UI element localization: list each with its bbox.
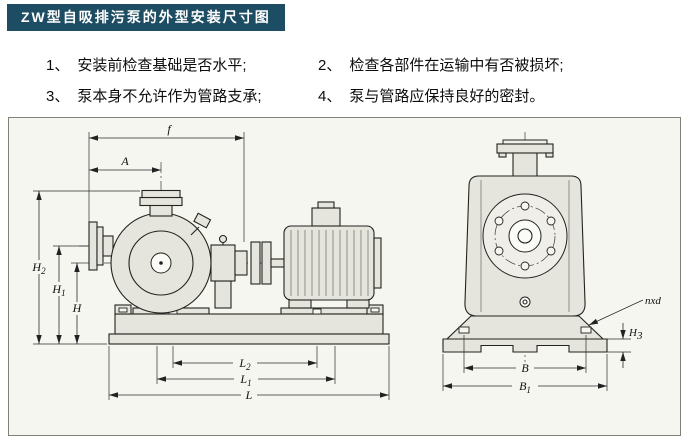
dim-label-L2: L2 [238,356,251,372]
note-number: 1、 [46,57,70,74]
coupling [250,241,285,285]
end-view: nxd B B1 [442,132,661,395]
shaft [270,258,285,268]
dim-f: f [88,122,245,242]
terminal-box [311,207,341,227]
diagram-panel: f A H2 [8,117,681,436]
dim-label-H2: H2 [31,260,46,276]
note-text: 泵与管路应保持良好的密封。 [349,88,545,105]
dim-H3: H3 [607,323,643,368]
note-number: 3、 [46,88,70,105]
dim-B: B [463,335,587,375]
note-text: 泵本身不允许作为管路支承; [77,88,262,105]
note-text: 检查各部件在运输中有否被损坏; [349,57,564,74]
dim-L1: L1 [156,346,336,388]
bolt-hole [546,246,556,256]
bolt-hole [494,246,504,256]
drain-plug [519,296,531,308]
dim-label-H3: H3 [628,327,643,342]
note-number: 2、 [318,57,342,74]
dim-label-H1: H1 [51,282,65,298]
bolt-hole [494,216,504,226]
note-number: 4、 [318,88,342,105]
note-item-4: 4、泵与管路应保持良好的密封。 [318,85,564,106]
pump-base [442,315,608,353]
dim-A: A [89,154,161,173]
front-cover-flange [482,193,568,279]
bearing-housing [210,234,248,309]
pump-volute [110,212,212,314]
dim-H: H [70,262,85,344]
suction-flange [88,221,114,271]
bolt-hole [520,201,530,211]
foundation-bolt-hole [580,326,592,334]
side-view: f A H2 [28,122,390,402]
dim-H2: H2 [28,190,140,345]
pump-dimension-drawing: f A H2 [28,122,661,402]
dim-label-L1: L1 [239,372,251,388]
discharge-flange [139,189,183,217]
note-item-1: 1、安装前检查基础是否水平; [46,54,318,75]
dim-label-nxd: nxd [645,295,661,307]
motor-foot [288,299,312,309]
note-item-3: 3、泵本身不允许作为管路支承; [46,85,318,106]
foundation-bolt-hole [458,326,470,334]
dim-nxd: nxd [588,295,661,326]
dim-label-B: B [521,361,529,375]
grease-nipple [218,234,228,244]
dim-B1: B1 [442,354,608,395]
dim-H1: H1 [49,245,88,344]
motor [283,201,382,309]
outlet-flange [496,139,554,179]
motor-foot [346,299,370,309]
dim-label-f: f [167,122,172,136]
dim-L2: L2 [172,346,318,372]
motor-end-cap [373,237,382,289]
dim-label-A: A [120,154,129,168]
dim-label-H: H [72,301,83,315]
dim-label-B1: B1 [519,379,531,395]
note-item-2: 2、检查各部件在运输中有否被损坏; [318,54,564,75]
bolt-hole [520,261,530,271]
motor-fins [290,230,369,296]
installation-notes: 1、安装前检查基础是否水平; 2、检查各部件在运输中有否被损坏; 3、泵本身不允… [46,54,564,106]
page-title: ZW型自吸排污泵的外型安装尺寸图 [7,4,285,31]
bolt-hole [546,216,556,226]
dim-L: L [108,346,390,402]
note-text: 安装前检查基础是否水平; [77,57,247,74]
dim-label-L: L [245,388,253,402]
priming-plug [193,212,212,229]
